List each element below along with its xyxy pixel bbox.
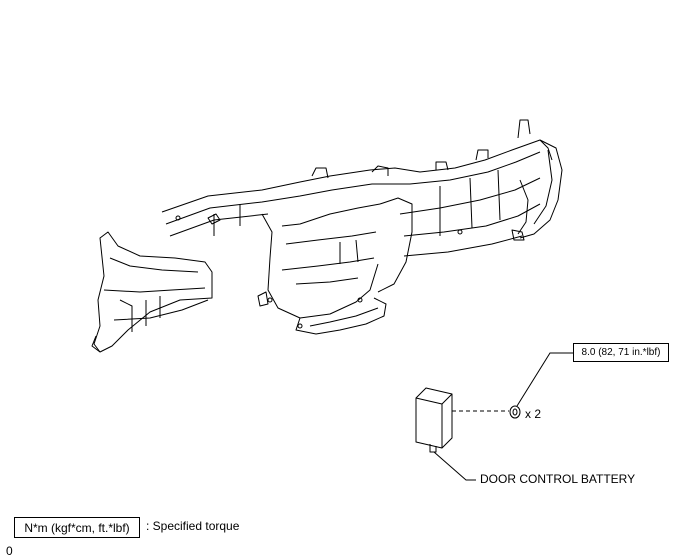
- legend-units-box: N*m (kgf*cm, ft.*lbf): [14, 517, 140, 538]
- legend-units-text: N*m (kgf*cm, ft.*lbf): [24, 520, 130, 535]
- torque-leader-line: [516, 352, 573, 407]
- quantity-label: x 2: [525, 407, 542, 421]
- footer-code: 0: [6, 544, 13, 558]
- bolt-icon: [509, 405, 521, 419]
- legend-description: : Specified torque: [146, 519, 240, 533]
- door-control-battery: [415, 387, 453, 453]
- part-leader-line: [433, 451, 476, 481]
- instrument-panel-reinforcement: [91, 119, 563, 353]
- torque-value-text: 8.0 (82, 71 in.*lbf): [581, 347, 661, 358]
- part-name-label: DOOR CONTROL BATTERY: [480, 472, 636, 486]
- torque-callout-box: 8.0 (82, 71 in.*lbf): [573, 343, 669, 362]
